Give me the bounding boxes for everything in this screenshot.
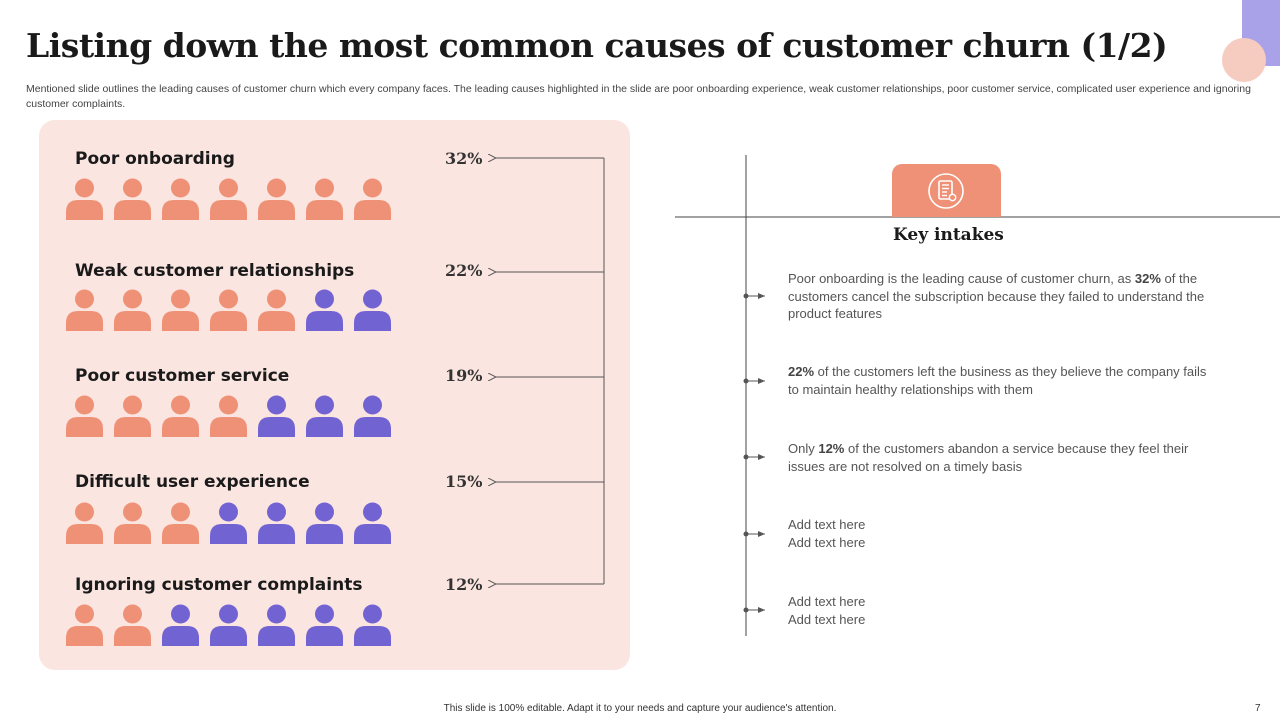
person-icon-churned: [258, 178, 295, 220]
person-icon-churned: [210, 178, 247, 220]
cause-percent-difficult-ux: 15%: [445, 472, 483, 491]
person-icon-churned: [66, 604, 103, 646]
person-icon-churned: [354, 178, 391, 220]
person-icon-churned: [114, 502, 151, 544]
slide-subtitle: Mentioned slide outlines the leading cau…: [26, 83, 1251, 110]
intake-item: Poor onboarding is the leading cause of …: [788, 271, 1205, 321]
person-icon-retained: [354, 395, 391, 437]
cause-label-ignoring-complaints: Ignoring customer complaints: [75, 575, 363, 595]
cause-label-poor-service: Poor customer service: [75, 366, 290, 386]
timeline-bullet: [743, 531, 765, 537]
person-icon-churned: [162, 289, 199, 331]
person-icon-retained: [306, 604, 343, 646]
person-icon-churned: [114, 395, 151, 437]
person-icon-churned: [210, 289, 247, 331]
timeline-bullet: [743, 454, 765, 460]
people-icons-row: [66, 178, 391, 220]
person-icon-retained: [258, 502, 295, 544]
person-icon-churned: [162, 395, 199, 437]
slide-title: Listing down the most common causes of c…: [26, 26, 1168, 65]
cause-percent-poor-service: 19%: [445, 366, 483, 385]
document-list-icon: [927, 172, 965, 214]
person-icon-retained: [354, 289, 391, 331]
people-icons-row: [66, 604, 391, 646]
person-icon-churned: [258, 289, 295, 331]
people-icons-row: [66, 502, 391, 544]
person-icon-churned: [210, 395, 247, 437]
person-icon-churned: [114, 178, 151, 220]
slide-footer: This slide is 100% editable. Adapt it to…: [443, 703, 837, 714]
key-intakes-tab: [892, 164, 1001, 217]
person-icon-churned: [66, 395, 103, 437]
person-icon-churned: [66, 502, 103, 544]
person-icon-churned: [162, 178, 199, 220]
person-icon-churned: [306, 178, 343, 220]
person-icon-churned: [66, 178, 103, 220]
person-icon-churned: [162, 502, 199, 544]
person-icon-retained: [258, 604, 295, 646]
timeline-bullet: [743, 293, 765, 299]
person-icon-retained: [162, 604, 199, 646]
timeline-bullet: [743, 378, 765, 384]
page-number: 7: [1255, 703, 1261, 714]
cause-label-difficult-ux: Difficult user experience: [75, 472, 310, 492]
cause-percent-weak-relationships: 22%: [445, 261, 483, 280]
decorative-circle: [1222, 38, 1266, 82]
person-icon-churned: [114, 604, 151, 646]
person-icon-retained: [210, 502, 247, 544]
cause-percent-poor-onboarding: 32%: [445, 149, 483, 168]
people-icons-row: [66, 395, 391, 437]
cause-label-poor-onboarding: Poor onboarding: [75, 149, 235, 169]
intake-item: Only 12% of the customers abandon a serv…: [788, 441, 1189, 474]
cause-label-weak-relationships: Weak customer relationships: [75, 261, 355, 281]
person-icon-churned: [66, 289, 103, 331]
person-icon-retained: [306, 395, 343, 437]
person-icon-churned: [114, 289, 151, 331]
people-icons-row: [66, 289, 391, 331]
person-icon-retained: [258, 395, 295, 437]
person-icon-retained: [306, 502, 343, 544]
person-icon-retained: [306, 289, 343, 331]
key-intakes-title: Key intakes: [893, 225, 1004, 245]
cause-percent-ignoring-complaints: 12%: [445, 575, 483, 594]
person-icon-retained: [354, 502, 391, 544]
timeline-bullet: [743, 607, 765, 613]
person-icon-retained: [210, 604, 247, 646]
intake-item: 22% of the customers left the business a…: [788, 364, 1207, 397]
person-icon-retained: [354, 604, 391, 646]
